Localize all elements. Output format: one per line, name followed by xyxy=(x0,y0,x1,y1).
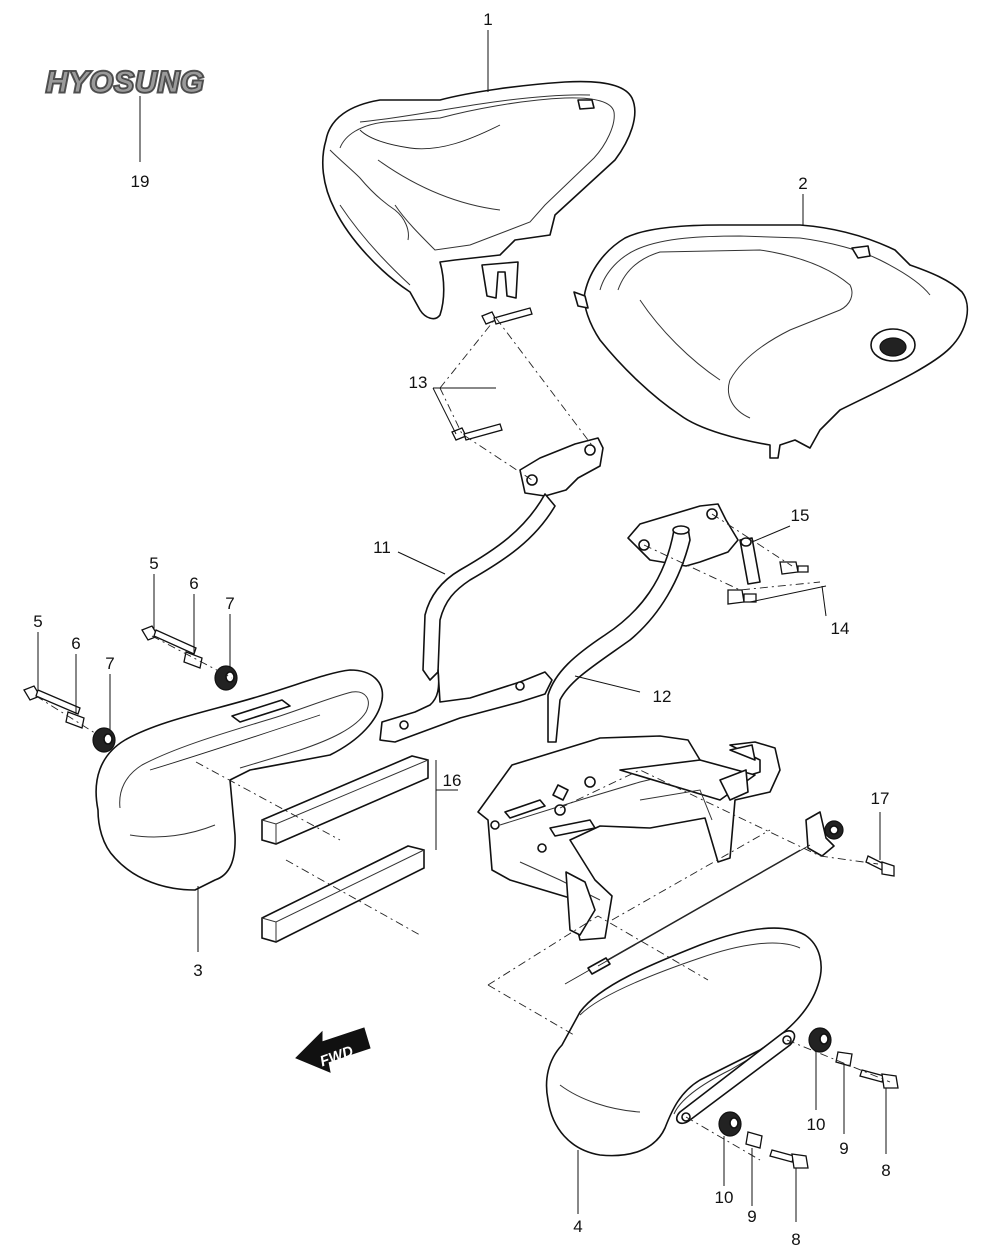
callout-5a: 5 xyxy=(149,554,158,573)
logo-outline: HYOSUNG xyxy=(46,66,205,99)
grommet-part-7a xyxy=(214,665,238,691)
callout-13: 13 xyxy=(409,373,428,392)
callout-15: 15 xyxy=(791,506,810,525)
callout-3: 3 xyxy=(193,961,202,980)
assembly-lines xyxy=(35,317,891,1161)
callout-10b: 10 xyxy=(715,1188,734,1207)
bolt-part-8b xyxy=(769,1149,809,1169)
logo-text: HYOSUNG xyxy=(46,66,205,99)
bolt-part-8a xyxy=(859,1069,899,1089)
grommet-part-7b xyxy=(92,727,116,753)
spacer-part-6b xyxy=(65,711,85,729)
leader-lines xyxy=(37,30,887,1222)
callout-2: 2 xyxy=(798,174,807,193)
spacer-part-9a xyxy=(835,1051,853,1067)
bolt-part-5a xyxy=(141,625,197,655)
callout-7b: 7 xyxy=(105,654,114,673)
callout-7a: 7 xyxy=(225,594,234,613)
callout-6a: 6 xyxy=(189,574,198,593)
side-cover-left-part-1 xyxy=(321,80,636,320)
lower-cover-right-part-4 xyxy=(545,927,822,1157)
callout-14: 14 xyxy=(831,619,850,638)
bolts-part-14 xyxy=(727,561,809,605)
bracket-right-part-12 xyxy=(477,503,781,941)
callout-4: 4 xyxy=(573,1217,582,1236)
callout-17: 17 xyxy=(871,789,890,808)
callout-5b: 5 xyxy=(33,612,42,631)
bracket-left-part-11 xyxy=(379,437,604,743)
callout-11: 11 xyxy=(373,538,391,557)
screw-part-17 xyxy=(865,855,895,877)
bolt-part-5b xyxy=(23,685,81,715)
spacer-part-9b xyxy=(745,1131,763,1149)
callout-6b: 6 xyxy=(71,634,80,653)
grommet-part-10a xyxy=(808,1027,832,1053)
callout-9b: 9 xyxy=(747,1207,756,1226)
hyosung-logo: HYOSUNG HYOSUNG xyxy=(45,65,206,101)
callout-8a: 8 xyxy=(881,1161,890,1180)
callout-8b: 8 xyxy=(791,1230,800,1249)
spacer-part-6a xyxy=(183,651,203,669)
side-cover-right-part-2 xyxy=(573,224,969,459)
callout-labels: 1 2 3 4 5 5 6 6 7 7 8 8 9 9 10 10 11 12 … xyxy=(33,10,890,1249)
lower-cover-left-part-3 xyxy=(95,669,384,891)
clip-part-15 xyxy=(739,537,761,585)
callout-10a: 10 xyxy=(807,1115,826,1134)
grommet-part-10b xyxy=(718,1111,742,1137)
bolts-part-13 xyxy=(451,307,533,441)
callout-16: 16 xyxy=(443,771,462,790)
foam-blocks-part-16 xyxy=(261,755,429,943)
forward-direction-arrow: FWD xyxy=(295,1027,371,1073)
callout-1: 1 xyxy=(483,10,492,29)
cable-rod xyxy=(564,844,811,985)
callout-9a: 9 xyxy=(839,1139,848,1158)
callout-12: 12 xyxy=(653,687,672,706)
callout-19: 19 xyxy=(131,172,150,191)
latch-bracket xyxy=(805,811,844,857)
